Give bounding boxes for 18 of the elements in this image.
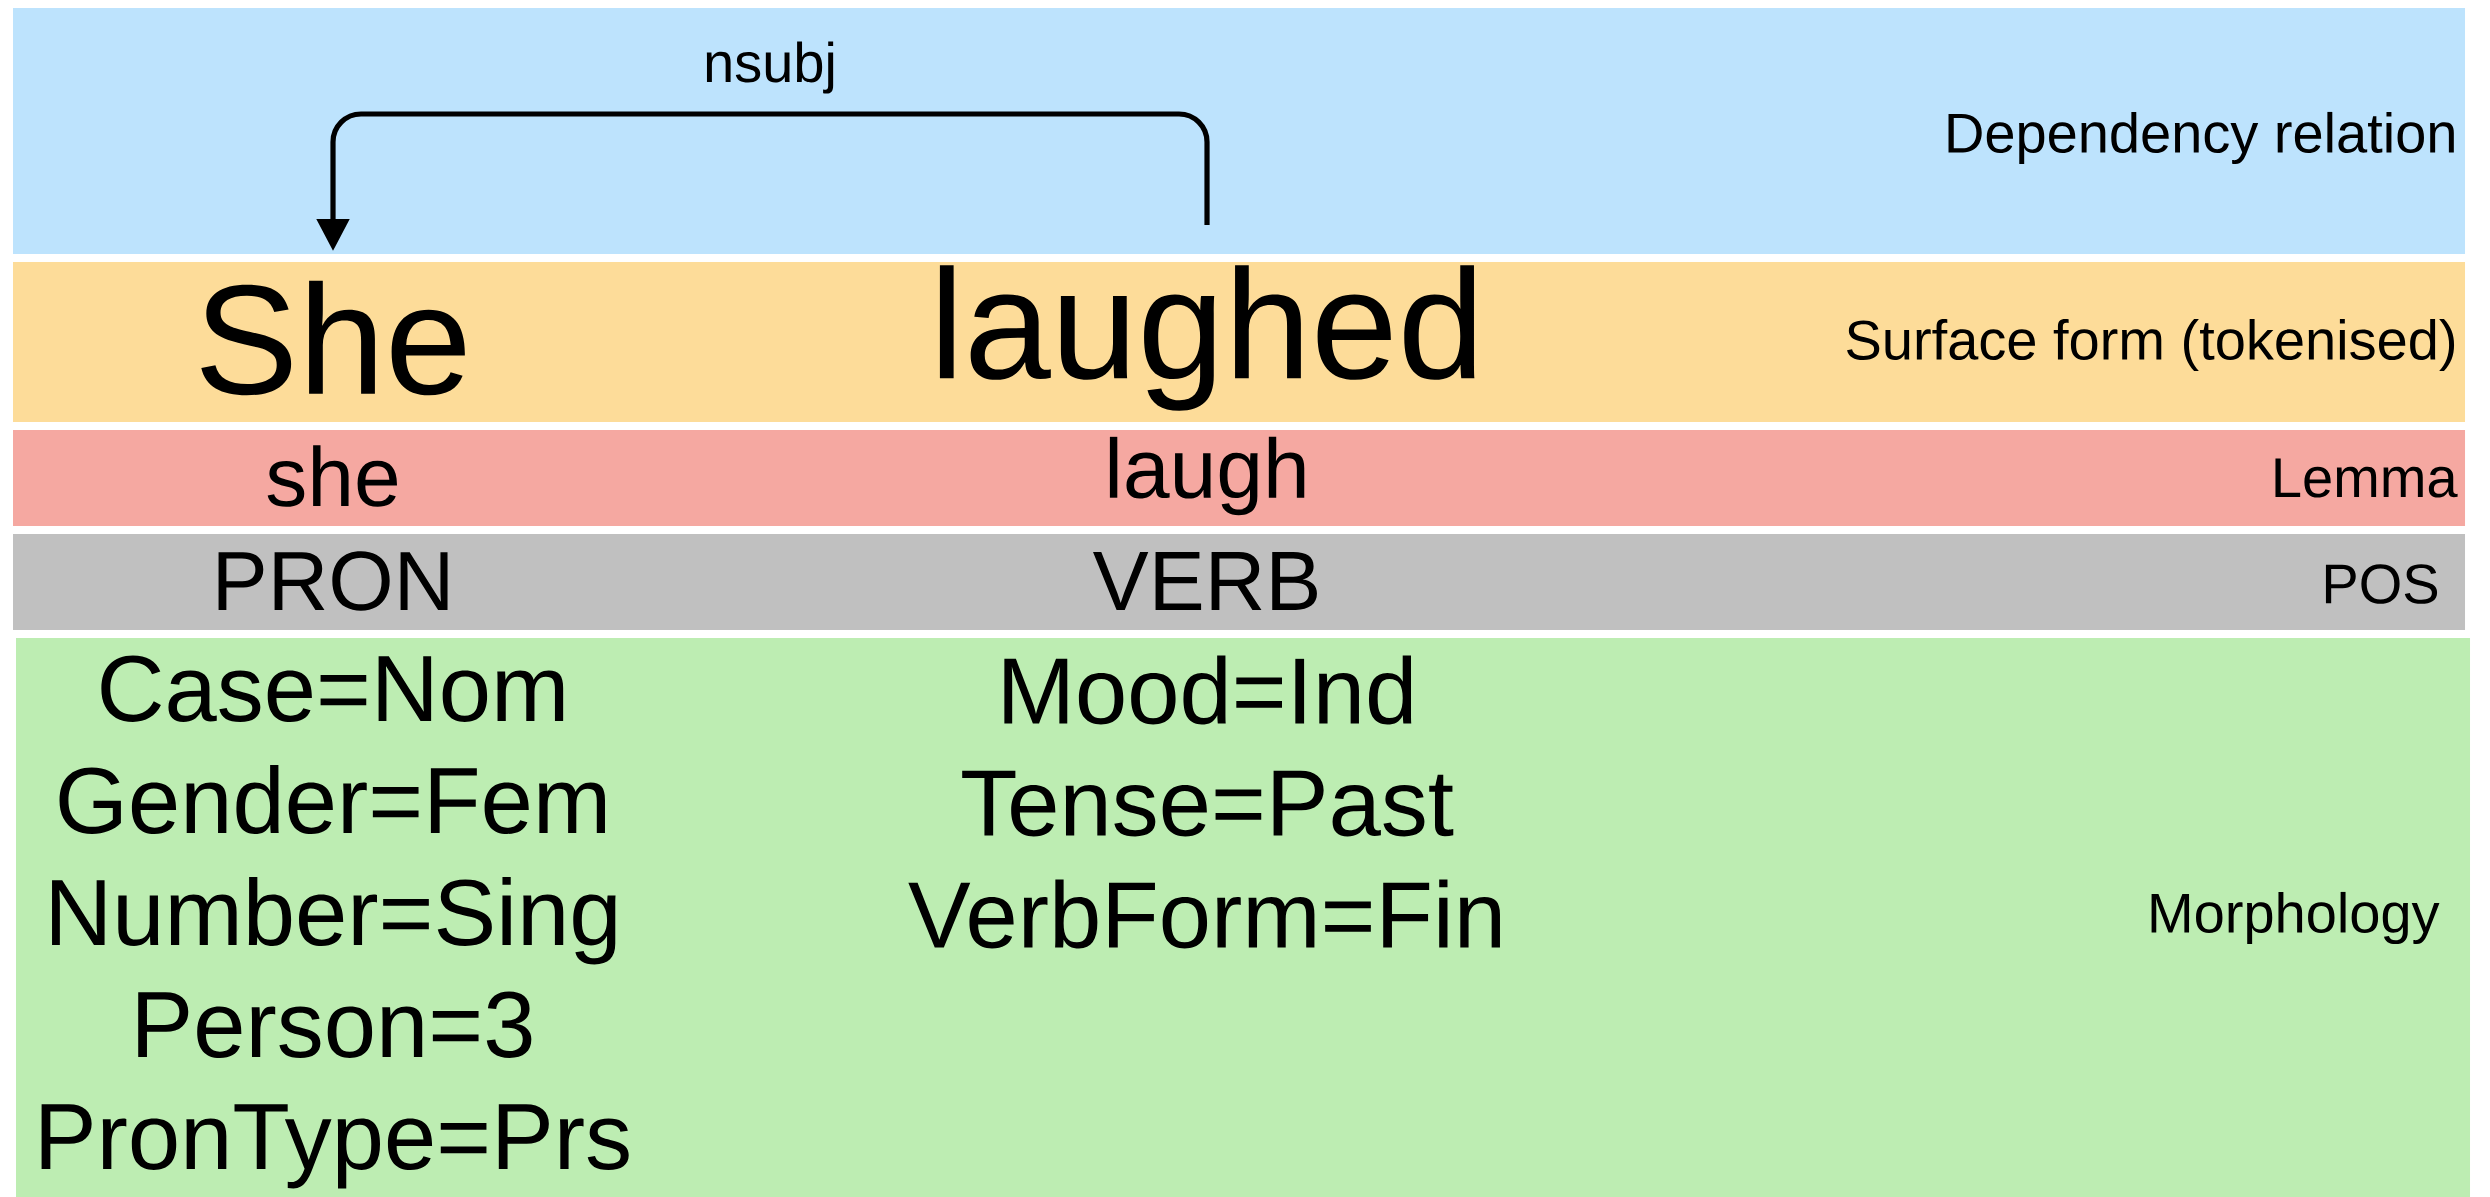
band [13,534,2465,630]
feature-list: Mood=Ind Tense=Past VerbForm=Fin [908,655,1500,949]
row-label: Surface form (tokenised) [1847,318,2455,372]
feature-list: Case=Nom Gender=Fem Number=Sing Person=3 PronType=Prs [41,655,629,1189]
pos-tag: PRON [218,551,448,611]
band [13,262,2465,422]
lemma-text: she [267,445,397,507]
pos-tag: VERB [1093,552,1317,610]
lemma-text: laugh [1109,436,1305,516]
band [16,638,2470,1197]
band [13,430,2465,526]
row-label: Dependency relation [1948,111,2454,165]
edge-label: nsubj [706,41,834,94]
row-label: POS [2325,564,2438,604]
token-word: She [201,280,465,396]
token-word: laughed [939,265,1475,411]
row-label: Morphology [2151,891,2440,945]
row-label: Lemma [2275,458,2458,498]
